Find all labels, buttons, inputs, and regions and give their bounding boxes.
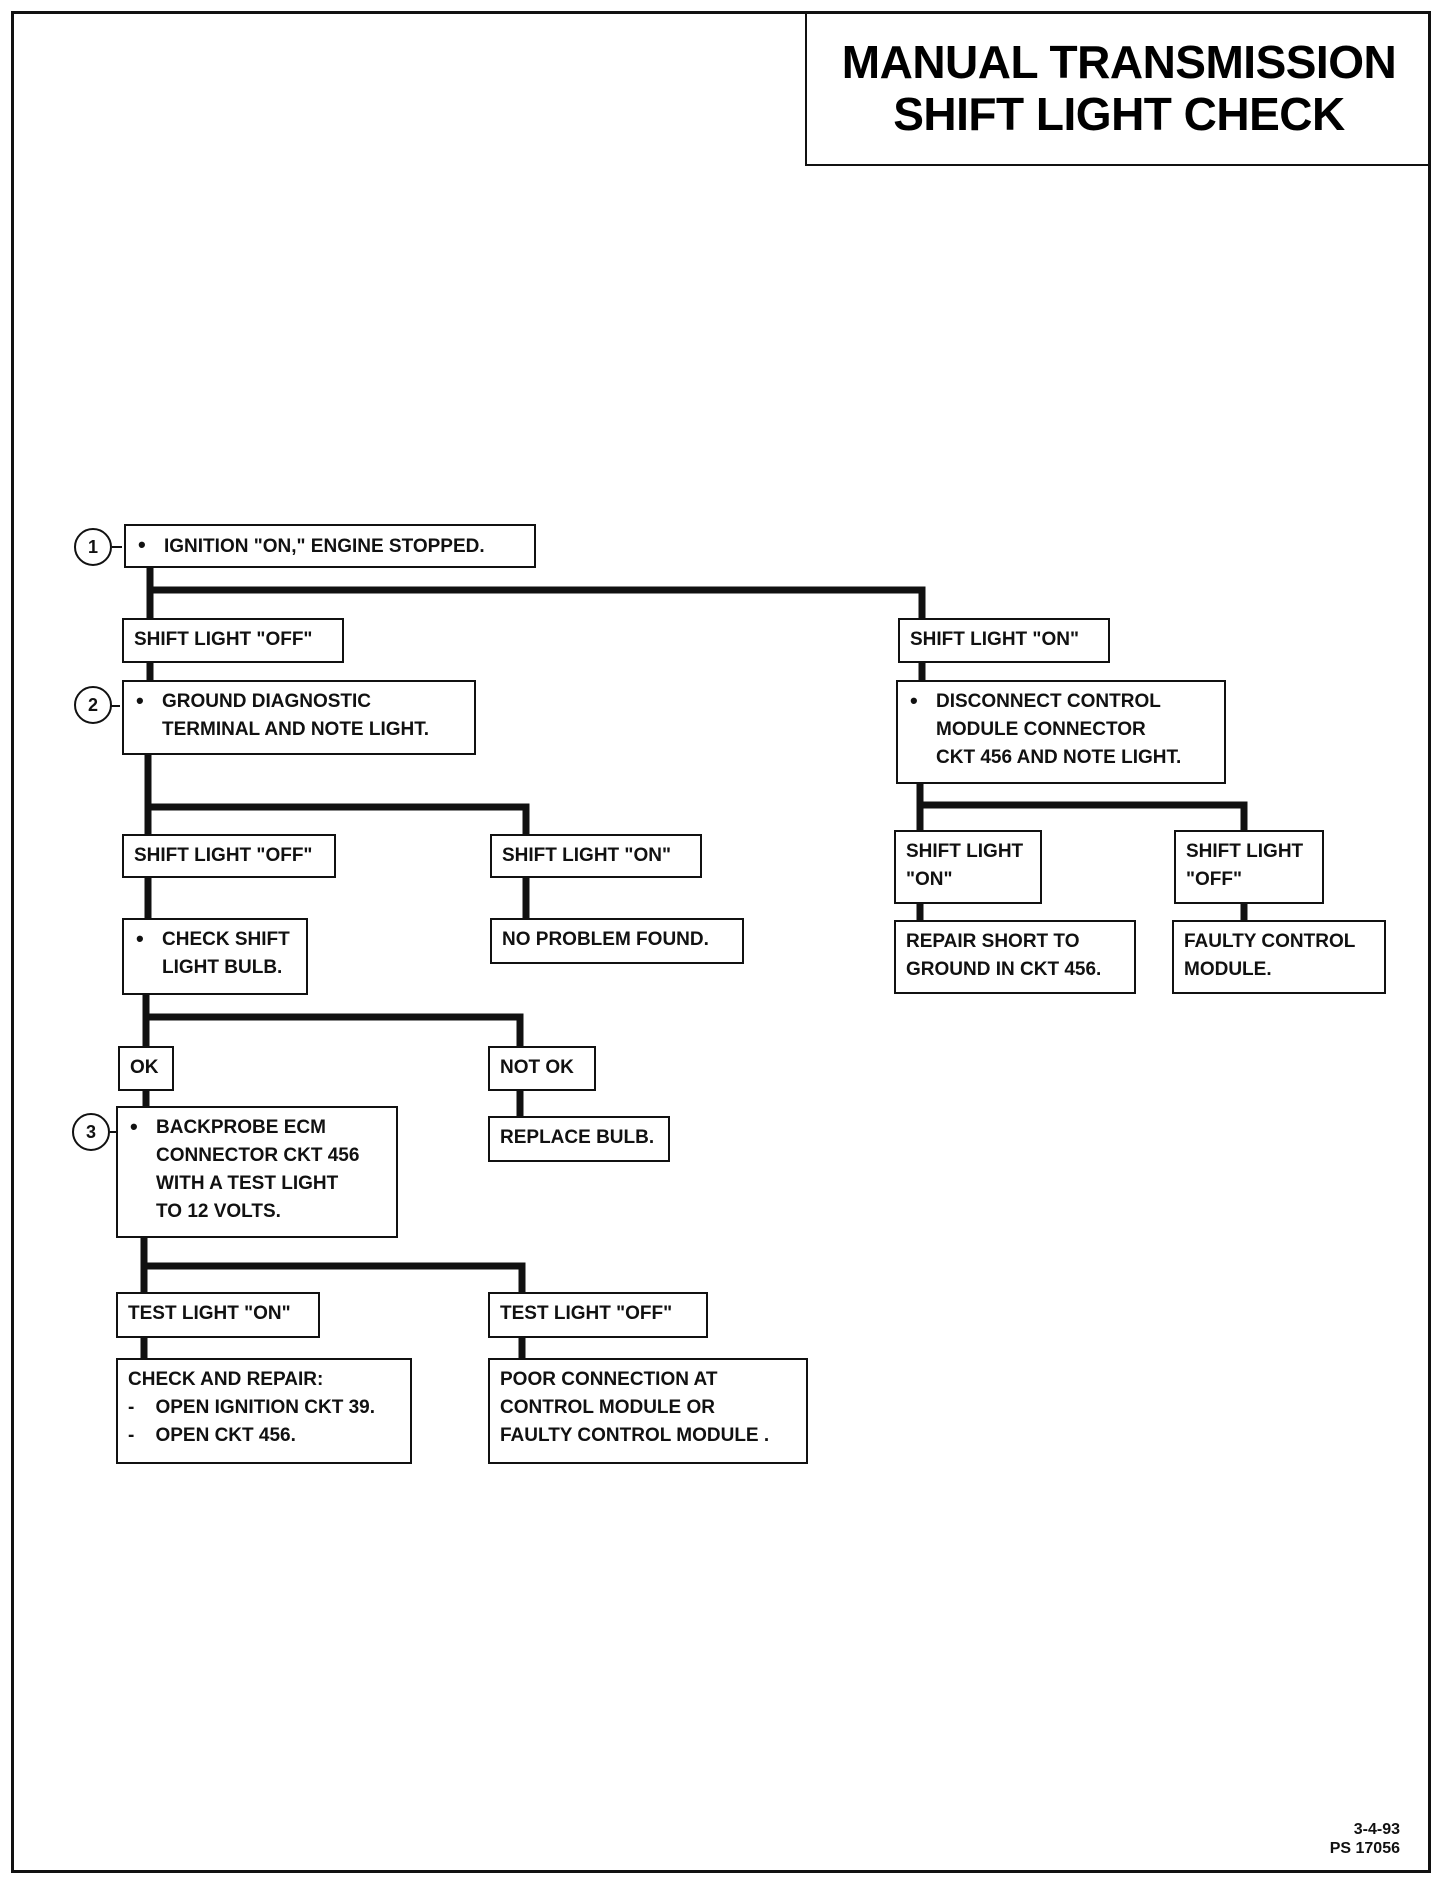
node-disconnect-line-3: CKT 456 AND NOTE LIGHT. [936, 747, 1182, 768]
node-poor-connection-line-3: FAULTY CONTROL MODULE . [500, 1425, 770, 1446]
reference-figure-code: PS 17056 [1329, 1840, 1400, 1857]
step-number-2: 2 [74, 686, 112, 724]
connector-check-split [142, 989, 524, 1054]
node-disconnect-line-2: MODULE CONNECTOR [936, 719, 1146, 740]
node-poor-connection: POOR CONNECTION AT CONTROL MODULE OR FAU… [488, 1358, 808, 1464]
node-check-repair-line-1: CHECK AND REPAIR: [128, 1369, 324, 1390]
node-ignition-text: IGNITION "ON," ENGINE STOPPED. [164, 536, 485, 557]
node-shift-light-on-1: SHIFT LIGHT "ON" [898, 618, 1110, 663]
node-disconnect-line-1: DISCONNECT CONTROL [936, 691, 1161, 712]
node-backprobe-line-3: WITH A TEST LIGHT [156, 1173, 339, 1194]
node-poor-connection-line-2: CONTROL MODULE OR [500, 1397, 715, 1418]
node-shift-light-on-3-line-2: "ON" [906, 869, 953, 890]
node-faulty-control-module: FAULTY CONTROL MODULE. [1172, 920, 1386, 994]
step-number-3: 3 [72, 1113, 110, 1151]
node-check-bulb-line-2: LIGHT BULB. [162, 957, 283, 978]
node-check-repair-line-3: - OPEN CKT 456. [128, 1425, 296, 1446]
node-ground-diagnostic-line-1: GROUND DIAGNOSTIC [162, 691, 371, 712]
node-backprobe-ecm: BACKPROBE ECM CONNECTOR CKT 456 WITH A T… [116, 1106, 398, 1238]
node-shift-light-off-1: SHIFT LIGHT "OFF" [122, 618, 344, 663]
node-shift-light-on-3: SHIFT LIGHT "ON" [894, 830, 1042, 904]
node-repair-short-line-2: GROUND IN CKT 456. [906, 959, 1102, 980]
node-shift-light-on-2-text: SHIFT LIGHT "ON" [502, 845, 671, 866]
node-repair-short: REPAIR SHORT TO GROUND IN CKT 456. [894, 920, 1136, 994]
node-backprobe-line-2: CONNECTOR CKT 456 [156, 1145, 360, 1166]
connector-ground-split [144, 749, 530, 842]
node-test-light-off: TEST LIGHT "OFF" [488, 1292, 708, 1338]
step-number-1: 1 [74, 528, 112, 566]
node-not-ok: NOT OK [488, 1046, 596, 1091]
connector-disconnect-split [916, 778, 1248, 836]
node-shift-light-off-3: SHIFT LIGHT "OFF" [1174, 830, 1324, 904]
node-replace-bulb-text: REPLACE BULB. [500, 1127, 655, 1148]
page-title-line-2: SHIFT LIGHT CHECK [893, 87, 1345, 140]
node-replace-bulb: REPLACE BULB. [488, 1116, 670, 1162]
node-no-problem-found: NO PROBLEM FOUND. [490, 918, 744, 964]
node-check-bulb-line-1: CHECK SHIFT [162, 929, 290, 950]
connector-ignition-split [146, 562, 926, 626]
page-frame [11, 11, 1431, 1873]
node-ok-text: OK [130, 1057, 159, 1078]
node-check-bulb: CHECK SHIFT LIGHT BULB. [122, 918, 308, 995]
reference-date: 3-4-93 [1353, 1821, 1400, 1838]
node-shift-light-on-3-line-1: SHIFT LIGHT [906, 841, 1024, 862]
node-check-repair-line-2: - OPEN IGNITION CKT 39. [128, 1397, 376, 1418]
reference-code: 3-4-93 PS 17056 [1330, 1820, 1400, 1858]
node-shift-light-on-1-text: SHIFT LIGHT "ON" [910, 629, 1079, 650]
node-shift-light-off-2-text: SHIFT LIGHT "OFF" [134, 845, 313, 866]
node-shift-light-off-1-text: SHIFT LIGHT "OFF" [134, 629, 313, 650]
page-title-line-1: MANUAL TRANSMISSION [841, 35, 1397, 88]
node-ground-diagnostic-line-2: TERMINAL AND NOTE LIGHT. [162, 719, 430, 740]
node-test-light-on-text: TEST LIGHT "ON" [128, 1303, 291, 1324]
node-disconnect-module: DISCONNECT CONTROL MODULE CONNECTOR CKT … [896, 680, 1226, 784]
node-shift-light-on-2: SHIFT LIGHT "ON" [490, 834, 702, 878]
node-faulty-module-line-2: MODULE. [1184, 959, 1272, 980]
node-backprobe-line-4: TO 12 VOLTS. [156, 1201, 281, 1222]
connector-backprobe-split [140, 1232, 526, 1296]
node-poor-connection-line-1: POOR CONNECTION AT [500, 1369, 718, 1390]
node-repair-short-line-1: REPAIR SHORT TO [906, 931, 1080, 952]
node-test-light-on: TEST LIGHT "ON" [116, 1292, 320, 1338]
node-not-ok-text: NOT OK [500, 1057, 574, 1078]
node-backprobe-line-1: BACKPROBE ECM [156, 1117, 326, 1138]
node-ignition-on: IGNITION "ON," ENGINE STOPPED. [124, 524, 536, 568]
title-box: MANUAL TRANSMISSION SHIFT LIGHT CHECK [805, 11, 1431, 166]
node-ok: OK [118, 1046, 174, 1091]
node-check-and-repair: CHECK AND REPAIR: - OPEN IGNITION CKT 39… [116, 1358, 412, 1464]
node-shift-light-off-2: SHIFT LIGHT "OFF" [122, 834, 336, 878]
node-shift-light-off-3-line-1: SHIFT LIGHT [1186, 841, 1304, 862]
node-no-problem-text: NO PROBLEM FOUND. [502, 929, 709, 950]
node-ground-diagnostic: GROUND DIAGNOSTIC TERMINAL AND NOTE LIGH… [122, 680, 476, 755]
node-faulty-module-line-1: FAULTY CONTROL [1184, 931, 1356, 952]
node-shift-light-off-3-line-2: "OFF" [1186, 869, 1243, 890]
node-test-light-off-text: TEST LIGHT "OFF" [500, 1303, 673, 1324]
